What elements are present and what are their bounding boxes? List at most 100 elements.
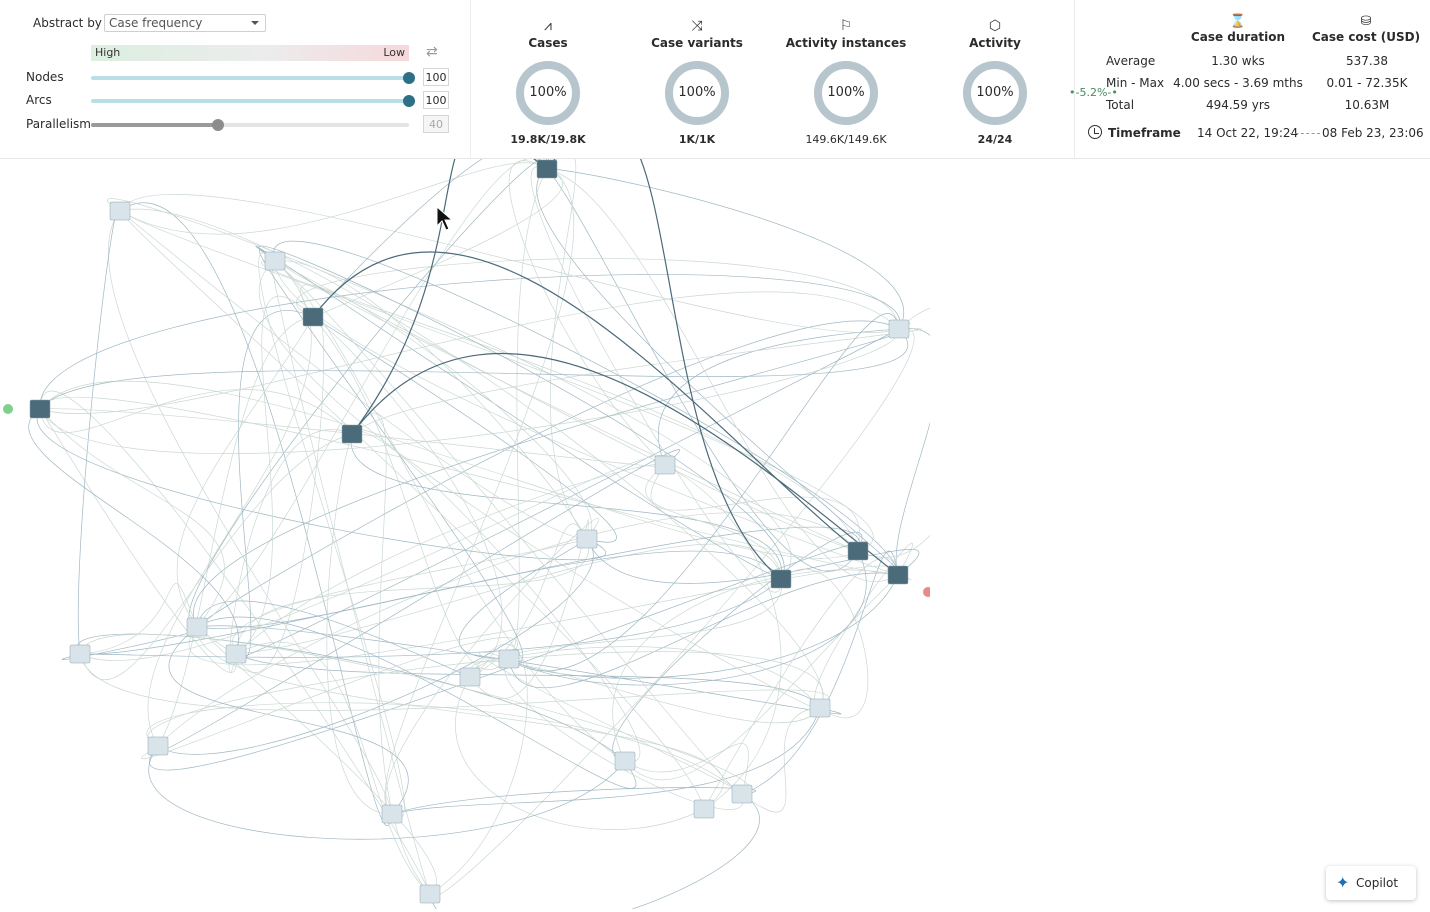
process-arc[interactable]: [196, 159, 548, 628]
process-arc[interactable]: [235, 314, 325, 673]
process-arc[interactable]: [39, 328, 900, 454]
activity-node[interactable]: [731, 784, 753, 804]
process-arc[interactable]: [429, 644, 528, 895]
process-arc[interactable]: [119, 162, 548, 235]
activity-node[interactable]: [809, 698, 831, 718]
process-arc[interactable]: [546, 168, 859, 572]
process-arc[interactable]: [79, 653, 830, 711]
activity-node[interactable]: [341, 424, 363, 444]
process-arc[interactable]: [28, 408, 239, 655]
process-arc[interactable]: [196, 550, 782, 629]
parallelism-slider[interactable]: [91, 123, 409, 127]
activity-node[interactable]: [381, 804, 403, 824]
arcs-value-input[interactable]: 100: [423, 91, 449, 109]
process-arc[interactable]: [235, 310, 314, 659]
nodes-value-input[interactable]: 100: [423, 68, 449, 86]
process-arc[interactable]: [79, 583, 198, 655]
process-arc[interactable]: [546, 159, 588, 540]
process-arc[interactable]: [141, 637, 518, 760]
process-arc[interactable]: [312, 316, 503, 678]
process-arc[interactable]: [645, 464, 782, 580]
process-arc[interactable]: [147, 260, 312, 747]
process-arc[interactable]: [79, 633, 750, 795]
process-arc[interactable]: [107, 210, 393, 815]
process-arc[interactable]: [455, 676, 705, 830]
process-arc[interactable]: [39, 274, 901, 410]
arcs-slider[interactable]: [91, 99, 409, 103]
process-arc[interactable]: [703, 557, 899, 810]
process-arc[interactable]: [235, 653, 821, 709]
process-arc[interactable]: [469, 578, 782, 678]
process-arc[interactable]: [351, 328, 922, 435]
process-arc[interactable]: [658, 328, 900, 466]
arcs-slider-handle[interactable]: [403, 95, 415, 107]
process-arc[interactable]: [546, 159, 782, 580]
process-arc[interactable]: [157, 538, 594, 755]
process-arc[interactable]: [269, 252, 431, 895]
process-arc[interactable]: [351, 159, 548, 435]
activity-node[interactable]: [887, 565, 909, 585]
process-arc[interactable]: [664, 464, 782, 810]
activity-node[interactable]: [69, 644, 91, 664]
process-arc[interactable]: [39, 408, 225, 628]
activity-node[interactable]: [693, 799, 715, 819]
process-arc[interactable]: [546, 168, 899, 582]
process-arc[interactable]: [391, 787, 756, 815]
process-arc[interactable]: [79, 526, 860, 655]
end-node[interactable]: [923, 587, 930, 597]
process-arc[interactable]: [258, 252, 405, 819]
process-arc[interactable]: [508, 313, 900, 672]
process-arc[interactable]: [196, 616, 637, 789]
process-arc[interactable]: [508, 168, 548, 660]
activity-node[interactable]: [147, 736, 169, 756]
process-arc[interactable]: [146, 702, 743, 795]
process-arc[interactable]: [148, 745, 626, 840]
abstract-by-select[interactable]: Case frequency: [104, 14, 266, 32]
process-arc[interactable]: [384, 168, 575, 815]
process-arc[interactable]: [508, 574, 899, 679]
process-arc[interactable]: [312, 251, 859, 552]
process-arc[interactable]: [157, 316, 314, 747]
parallelism-slider-handle[interactable]: [212, 119, 225, 131]
process-arc[interactable]: [79, 433, 353, 681]
activity-node[interactable]: [419, 884, 441, 904]
activity-node[interactable]: [302, 307, 324, 327]
process-arc[interactable]: [259, 260, 824, 712]
process-arc[interactable]: [312, 316, 510, 670]
process-arc[interactable]: [255, 245, 782, 580]
process-arc[interactable]: [228, 429, 353, 673]
process-arc[interactable]: [508, 572, 899, 689]
start-node[interactable]: [3, 404, 13, 414]
activity-node[interactable]: [264, 251, 286, 271]
process-arc[interactable]: [258, 245, 785, 580]
process-arc[interactable]: [780, 569, 869, 718]
process-arc[interactable]: [469, 660, 821, 724]
nodes-slider-handle[interactable]: [403, 72, 415, 84]
process-arc[interactable]: [150, 449, 681, 756]
activity-node[interactable]: [109, 201, 131, 221]
process-arc[interactable]: [196, 625, 842, 715]
process-arc[interactable]: [391, 707, 821, 815]
activity-node[interactable]: [654, 455, 676, 475]
process-arc[interactable]: [79, 454, 668, 661]
process-arc[interactable]: [77, 206, 121, 655]
process-arc[interactable]: [612, 531, 863, 762]
process-arc[interactable]: [196, 320, 900, 628]
process-arc[interactable]: [429, 328, 915, 898]
process-arc[interactable]: [274, 260, 626, 762]
process-arc[interactable]: [119, 208, 824, 709]
process-arc[interactable]: [624, 743, 749, 795]
swap-arrows-icon[interactable]: ⇄: [426, 44, 438, 60]
process-arc[interactable]: [39, 328, 909, 410]
activity-node[interactable]: [225, 644, 247, 664]
activity-node[interactable]: [770, 569, 792, 589]
process-arc[interactable]: [530, 166, 782, 593]
process-arc[interactable]: [326, 433, 393, 815]
process-arc[interactable]: [469, 519, 589, 699]
process-arc[interactable]: [188, 565, 901, 666]
activity-node[interactable]: [29, 399, 51, 419]
process-arc[interactable]: [232, 538, 588, 655]
process-arc[interactable]: [458, 538, 588, 660]
process-arc[interactable]: [274, 260, 588, 540]
process-arc[interactable]: [119, 194, 900, 334]
